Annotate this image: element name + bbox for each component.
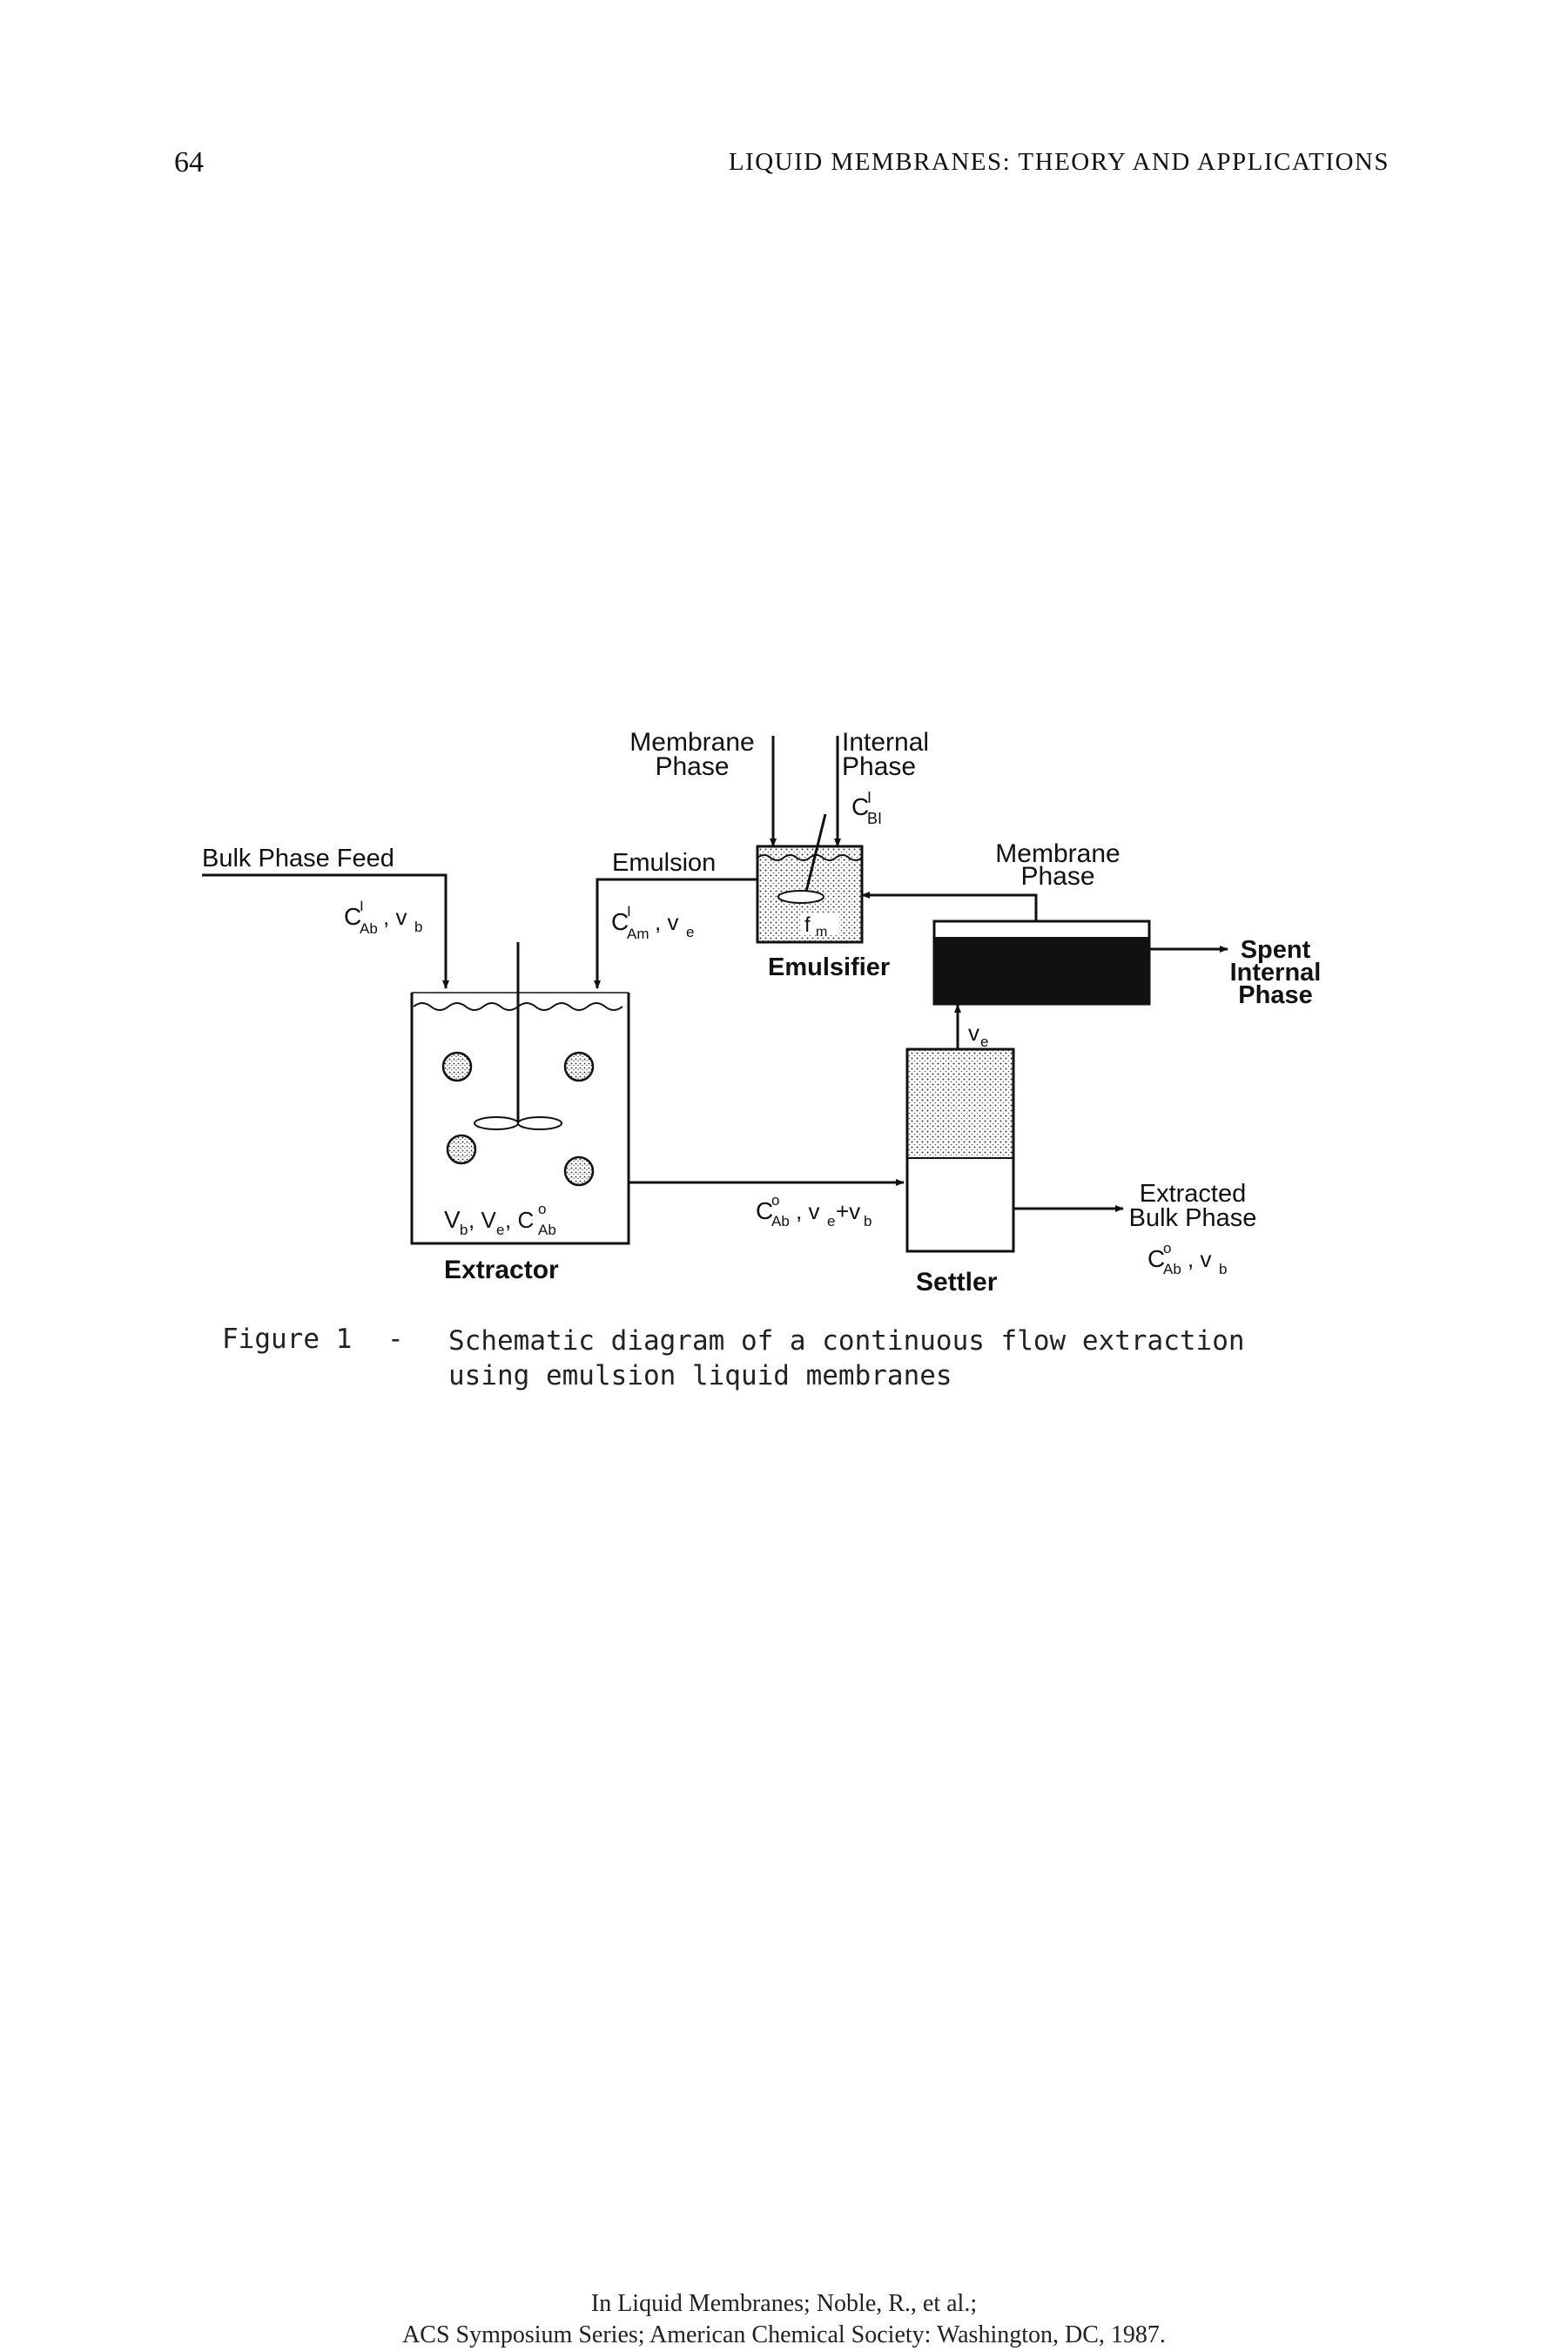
svg-text:o: o [771, 1192, 779, 1209]
extractor-label: Extractor [444, 1256, 559, 1284]
emulsion-label: Emulsion [612, 849, 716, 877]
svg-text:e: e [686, 924, 694, 940]
svg-text:Membrane: Membrane [629, 728, 754, 757]
svg-text:Ab: Ab [771, 1213, 790, 1229]
svg-text:b: b [864, 1213, 871, 1229]
c-ab-extracted-label: C o Ab , v b [1147, 1240, 1227, 1277]
c-bi-label: C I BI [851, 789, 882, 827]
svg-text:b: b [1219, 1261, 1227, 1277]
v-e-label: v e [968, 1020, 988, 1050]
svg-text:I: I [627, 903, 631, 920]
svg-text:Spent: Spent [1241, 936, 1311, 964]
bulk-phase-feed-label: Bulk Phase Feed [202, 845, 394, 872]
svg-text:o: o [1163, 1240, 1171, 1256]
svg-text:, v: , v [796, 1198, 819, 1224]
svg-text:Internal: Internal [842, 728, 929, 757]
citation-footer: In Liquid Membranes; Noble, R., et al.; … [0, 2288, 1568, 2351]
settler-label: Settler [916, 1268, 998, 1297]
svg-text:Phase: Phase [655, 752, 729, 781]
svg-text:C: C [611, 908, 629, 935]
svg-text:+v: +v [836, 1198, 860, 1224]
membrane-recycle-arrow [861, 892, 1038, 921]
citation-line-1: In Liquid Membranes; Noble, R., et al.; [590, 2290, 978, 2317]
svg-text:Am: Am [627, 926, 649, 942]
svg-text:C: C [851, 793, 869, 820]
svg-text:V: V [444, 1206, 461, 1233]
svg-text:I: I [867, 789, 871, 806]
svg-text:Bulk Phase: Bulk Phase [1129, 1204, 1257, 1232]
svg-text:v: v [968, 1020, 979, 1046]
c-ab-feed-label: C I Ab , v b [344, 898, 422, 937]
svg-text:b: b [414, 919, 422, 935]
svg-text:BI: BI [867, 810, 882, 827]
settler-tank [905, 1048, 1015, 1253]
coalescer-label: Coalescer [962, 977, 1083, 1005]
svg-text:, V: , V [468, 1207, 496, 1233]
caption-dash: - [387, 1324, 404, 1355]
c-ab-outlet-label: C o Ab , v e +v b [756, 1192, 871, 1229]
svg-text:Phase: Phase [1238, 981, 1312, 1009]
membrane-phase-label: Membrane Phase [629, 728, 754, 781]
svg-text:b: b [460, 1222, 468, 1238]
flow-diagram: Membrane Phase Internal Phase C I BI f m… [174, 697, 1393, 1324]
running-head: LIQUID MEMBRANES: THEORY AND APPLICATION… [728, 148, 1390, 176]
svg-text:, v: , v [1188, 1246, 1211, 1272]
emulsion-arrow [594, 878, 757, 989]
svg-text:e: e [827, 1213, 835, 1229]
svg-text:, v: , v [655, 909, 678, 935]
bulk-feed-arrow [202, 873, 449, 989]
svg-text:Ab: Ab [538, 1222, 556, 1238]
caption-text: Schematic diagram of a continuous flow e… [448, 1325, 1245, 1391]
svg-text:Membrane: Membrane [995, 839, 1120, 868]
svg-text:C: C [756, 1197, 773, 1224]
svg-text:Ab: Ab [1163, 1261, 1181, 1277]
citation-line-2: ACS Symposium Series; American Chemical … [402, 2321, 1166, 2348]
extractor-contents-label: V b , V e , C o Ab [444, 1201, 556, 1238]
membrane-phase-recycle-label: Membrane Phase [995, 839, 1120, 891]
svg-text:Phase: Phase [1020, 862, 1094, 891]
svg-text:C: C [344, 903, 361, 930]
svg-text:Ab: Ab [360, 920, 378, 937]
c-am-label: C I Am , v e [611, 903, 694, 942]
coalescer-unit [932, 920, 1151, 1006]
emulsifier-tank: f m [756, 813, 864, 944]
svg-text:, v: , v [383, 904, 407, 930]
internal-phase-label: Internal Phase [842, 728, 929, 781]
svg-text:Internal: Internal [1230, 959, 1322, 987]
svg-text:o: o [538, 1201, 546, 1217]
svg-text:f: f [804, 913, 811, 937]
extracted-bulk-phase-label: Extracted Bulk Phase [1129, 1180, 1257, 1232]
svg-text:C: C [1147, 1245, 1165, 1272]
svg-text:e: e [980, 1034, 988, 1050]
spent-internal-phase-label: Spent Internal Phase [1230, 936, 1322, 1009]
extractor-tank [410, 942, 630, 1245]
page-number: 64 [174, 146, 204, 179]
svg-text:, C: , C [505, 1207, 534, 1233]
svg-text:Extracted: Extracted [1140, 1180, 1247, 1208]
svg-text:e: e [496, 1222, 504, 1238]
svg-text:I: I [360, 898, 364, 914]
emulsifier-label: Emulsifier [768, 953, 890, 981]
svg-text:Phase: Phase [842, 752, 916, 781]
figure-number: Figure 1 [222, 1324, 353, 1355]
svg-text:m: m [816, 925, 827, 940]
